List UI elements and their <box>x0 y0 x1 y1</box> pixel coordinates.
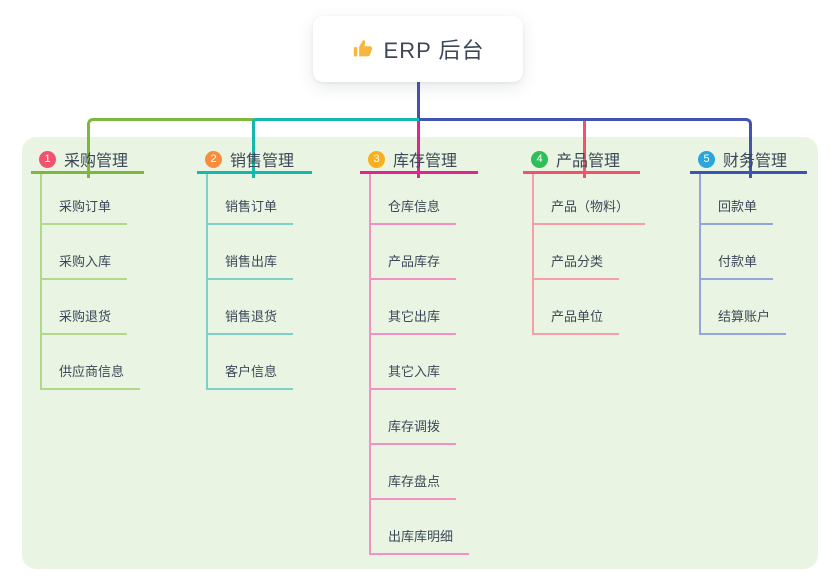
child-node[interactable]: 产品单位 <box>534 280 620 335</box>
branch-title-label: 销售管理 <box>230 153 295 170</box>
child-node-label: 采购退货 <box>59 309 112 324</box>
child-node-label: 回款单 <box>718 199 758 214</box>
child-node-label: 销售退货 <box>225 309 278 324</box>
child-node-label: 出库库明细 <box>388 529 454 544</box>
branch-node-purchase[interactable]: 1 采购管理 <box>31 147 144 174</box>
child-node-label: 库存盘点 <box>388 474 441 489</box>
branch-node-sales[interactable]: 2 销售管理 <box>197 147 312 174</box>
child-node[interactable]: 仓库信息 <box>371 174 457 225</box>
child-node[interactable]: 产品（物料） <box>534 174 646 225</box>
child-node-label: 付款单 <box>718 254 758 269</box>
child-node-label: 库存调拨 <box>388 419 441 434</box>
child-node-label: 产品（物料） <box>551 199 630 214</box>
root-node[interactable]: ERP 后台 <box>313 16 523 82</box>
child-node[interactable]: 供应商信息 <box>42 335 141 390</box>
branch-inventory: 3 库存管理 仓库信息 产品库存 其它出库 其它入库 库存调拨 库存盘点 出库库… <box>360 147 478 555</box>
branch-node-finance[interactable]: 5 财务管理 <box>690 147 807 174</box>
branch-title-label: 采购管理 <box>64 153 129 170</box>
child-node[interactable]: 回款单 <box>701 174 774 225</box>
child-node-label: 销售订单 <box>225 199 278 214</box>
branch-title-label: 财务管理 <box>723 153 788 170</box>
child-node-label: 产品单位 <box>551 309 604 324</box>
child-node[interactable]: 采购入库 <box>42 225 128 280</box>
child-node[interactable]: 出库库明细 <box>371 500 470 555</box>
branch-number-badge: 2 <box>205 150 222 168</box>
child-node[interactable]: 付款单 <box>701 225 774 280</box>
child-node[interactable]: 其它出库 <box>371 280 457 335</box>
drop-line-inventory <box>417 121 420 178</box>
child-node[interactable]: 库存调拨 <box>371 390 457 445</box>
branch-children: 销售订单 销售出库 销售退货 客户信息 <box>206 174 294 390</box>
child-node[interactable]: 销售订单 <box>208 174 294 225</box>
child-node[interactable]: 客户信息 <box>208 335 294 390</box>
branch-children: 仓库信息 产品库存 其它出库 其它入库 库存调拨 库存盘点 出库库明细 <box>369 174 470 555</box>
child-node-label: 产品库存 <box>388 254 441 269</box>
child-node-label: 销售出库 <box>225 254 278 269</box>
root-connector-line <box>417 82 420 121</box>
bus-segment-finance <box>419 118 752 178</box>
child-node[interactable]: 库存盘点 <box>371 445 457 500</box>
branch-children: 采购订单 采购入库 采购退货 供应商信息 <box>40 174 141 390</box>
child-node-label: 仓库信息 <box>388 199 441 214</box>
branch-number-badge: 5 <box>698 150 715 168</box>
drop-line-product <box>583 121 586 178</box>
branch-title-label: 库存管理 <box>393 153 458 170</box>
child-node-label: 其它出库 <box>388 309 441 324</box>
branch-children: 产品（物料） 产品分类 产品单位 <box>532 174 646 335</box>
child-node-label: 供应商信息 <box>59 364 125 379</box>
child-node-label: 采购订单 <box>59 199 112 214</box>
child-node-label: 采购入库 <box>59 254 112 269</box>
branches-panel <box>22 137 818 569</box>
child-node[interactable]: 销售出库 <box>208 225 294 280</box>
child-node-label: 其它入库 <box>388 364 441 379</box>
branch-node-inventory[interactable]: 3 库存管理 <box>360 147 478 174</box>
branch-sales: 2 销售管理 销售订单 销售出库 销售退货 客户信息 <box>197 147 312 390</box>
root-node-label: ERP 后台 <box>383 38 485 63</box>
child-node[interactable]: 产品库存 <box>371 225 457 280</box>
branch-purchase: 1 采购管理 采购订单 采购入库 采购退货 供应商信息 <box>31 147 144 390</box>
bus-segment-purchase <box>87 118 254 178</box>
branch-finance: 5 财务管理 回款单 付款单 结算账户 <box>690 147 807 335</box>
child-node-label: 客户信息 <box>225 364 278 379</box>
branch-title-label: 产品管理 <box>556 153 621 170</box>
child-node[interactable]: 产品分类 <box>534 225 620 280</box>
branch-number-badge: 1 <box>39 150 56 168</box>
branch-node-product[interactable]: 4 产品管理 <box>523 147 640 174</box>
child-node-label: 结算账户 <box>718 309 771 324</box>
child-node[interactable]: 采购订单 <box>42 174 128 225</box>
thumbs-up-icon <box>352 38 374 60</box>
branch-number-badge: 4 <box>531 150 548 168</box>
bus-segment-sales <box>252 118 419 178</box>
child-node[interactable]: 其它入库 <box>371 335 457 390</box>
child-node-label: 产品分类 <box>551 254 604 269</box>
branch-product: 4 产品管理 产品（物料） 产品分类 产品单位 <box>523 147 646 335</box>
child-node[interactable]: 结算账户 <box>701 280 787 335</box>
child-node[interactable]: 采购退货 <box>42 280 128 335</box>
branch-children: 回款单 付款单 结算账户 <box>699 174 787 335</box>
child-node[interactable]: 销售退货 <box>208 280 294 335</box>
branch-number-badge: 3 <box>368 150 385 168</box>
